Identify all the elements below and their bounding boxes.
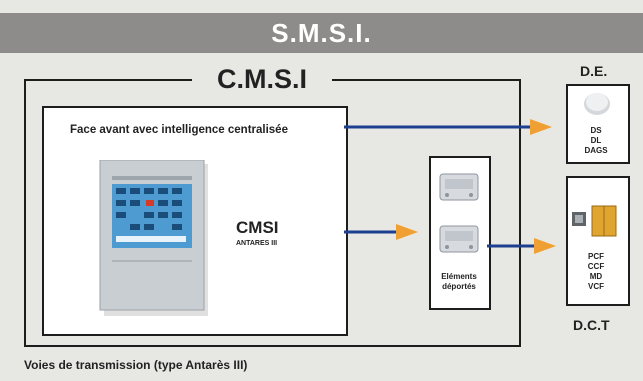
door-closer-icon bbox=[572, 205, 617, 237]
de-title: D.E. bbox=[580, 63, 608, 79]
dct-items: PCF CCF MD VCF bbox=[566, 252, 626, 292]
remote-module-icon bbox=[439, 225, 479, 253]
dct-item-1: PCF bbox=[588, 252, 604, 261]
remote-label-line1: Eléments bbox=[441, 272, 477, 281]
remote-label-line2: déportés bbox=[442, 282, 476, 291]
de-item-2: DL bbox=[590, 136, 602, 145]
control-panel-illustration bbox=[99, 160, 208, 316]
arrow-to-dct bbox=[534, 238, 556, 254]
dct-item-3: MD bbox=[589, 272, 603, 281]
dct-box bbox=[566, 176, 630, 306]
dct-title: D.C.T bbox=[573, 317, 610, 333]
arrow-to-remote bbox=[396, 224, 418, 240]
cmsi-title: C.M.S.I bbox=[192, 64, 332, 94]
remote-elements-label: Eléments déportés bbox=[431, 272, 487, 292]
panel-caption: Face avant avec intelligence centralisée bbox=[70, 124, 288, 136]
remote-module-icon bbox=[439, 173, 479, 201]
arrow-to-de bbox=[530, 119, 552, 135]
footer-caption: Voies de transmission (type Antarès III) bbox=[24, 358, 248, 372]
cmsi-device-name: CMSI bbox=[236, 218, 279, 237]
de-items: DS DL DAGS bbox=[566, 126, 626, 156]
dct-item-4: VCF bbox=[588, 282, 604, 291]
de-item-1: DS bbox=[590, 126, 602, 135]
banner-title: S.M.S.I. bbox=[271, 17, 372, 48]
de-item-3: DAGS bbox=[584, 146, 608, 155]
smsi-banner: S.M.S.I. bbox=[0, 13, 643, 53]
dct-item-2: CCF bbox=[587, 262, 605, 271]
cmsi-device-model: ANTARES III bbox=[236, 240, 278, 247]
detector-icon bbox=[584, 93, 610, 115]
